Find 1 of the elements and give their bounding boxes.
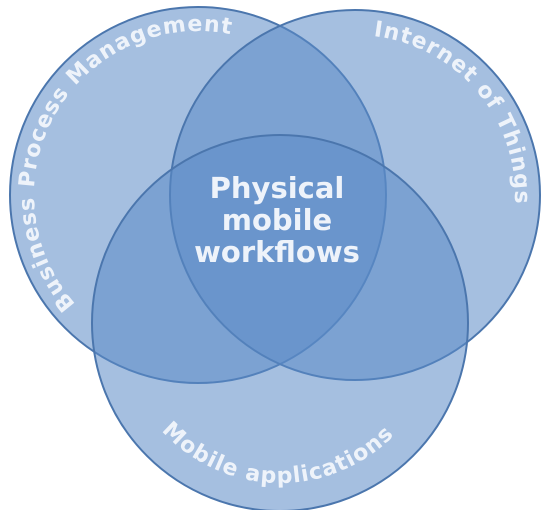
center-label: Physical mobile workflows: [193, 172, 361, 268]
